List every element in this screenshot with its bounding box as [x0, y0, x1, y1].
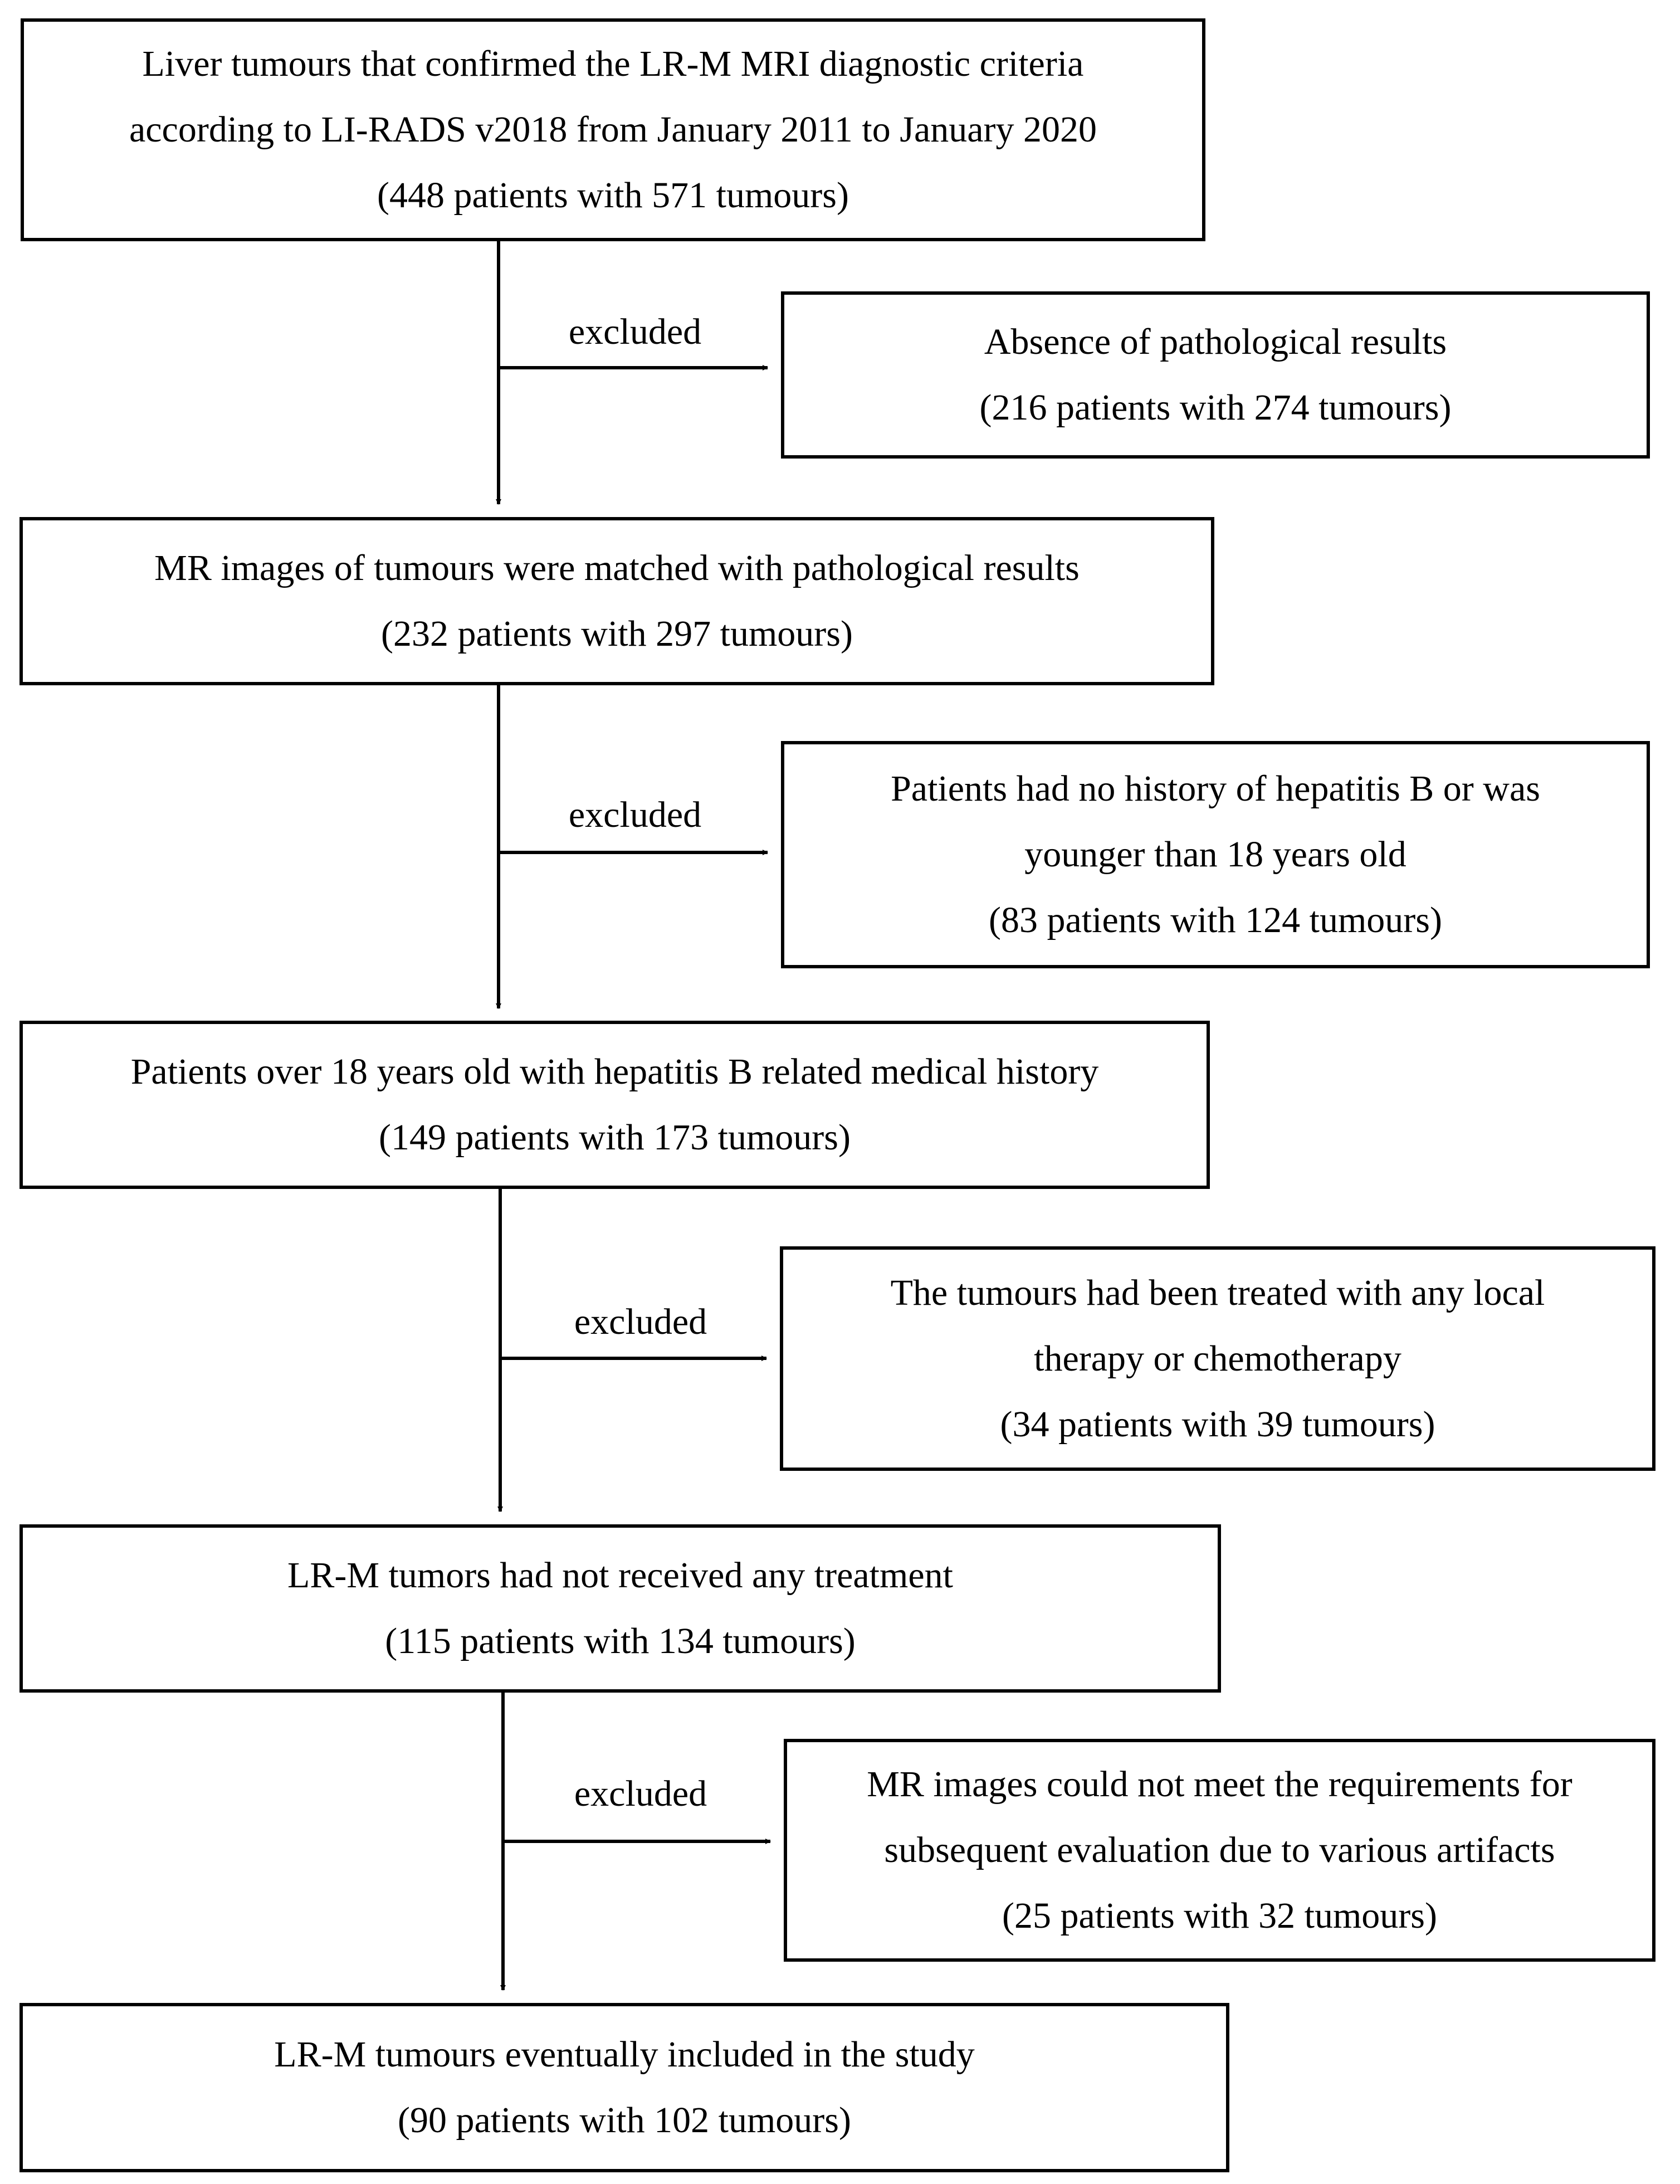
- stage-text-line: (149 patients with 173 tumours): [379, 1117, 851, 1158]
- excluded-label: excluded: [574, 1301, 707, 1342]
- exclusion-text-line: (216 patients with 274 tumours): [979, 387, 1452, 428]
- exclusion-text-line: MR images could not meet the requirement…: [867, 1764, 1572, 1805]
- stage-text-line: (115 patients with 134 tumours): [385, 1621, 856, 1661]
- excluded-label: excluded: [574, 1773, 707, 1814]
- exclusion-box-prior-treatment: The tumours had been treated with any lo…: [780, 1246, 1655, 1471]
- exclusion-text-line: (25 patients with 32 tumours): [1002, 1895, 1437, 1936]
- stage-text-line: Patients over 18 years old with hepatiti…: [130, 1051, 1099, 1092]
- exclusion-text-line: (34 patients with 39 tumours): [1000, 1403, 1435, 1445]
- stage-text-line: Liver tumours that confirmed the LR-M MR…: [142, 43, 1084, 84]
- exclusion-text-line: Patients had no history of hepatitis B o…: [891, 768, 1540, 809]
- exclusion-text-line: (83 patients with 124 tumours): [989, 900, 1442, 940]
- stage-text-line: LR-M tumors had not received any treatme…: [287, 1555, 953, 1596]
- exclusion-box-no-pathology: Absence of pathological results (216 pat…: [781, 291, 1650, 459]
- exclusion-box-image-artifacts: MR images could not meet the requirement…: [784, 1739, 1655, 1962]
- exclusion-text-line: subsequent evaluation due to various art…: [884, 1830, 1555, 1870]
- stage-text-line: (448 patients with 571 tumours): [377, 175, 849, 216]
- exclusion-text-line: Absence of pathological results: [984, 321, 1447, 362]
- stage-box-hepatitis-b-adults: Patients over 18 years old with hepatiti…: [19, 1021, 1210, 1189]
- stage-box-initial-cohort: Liver tumours that confirmed the LR-M MR…: [21, 18, 1205, 241]
- exclusion-box-no-hepatitis-or-underage: Patients had no history of hepatitis B o…: [781, 741, 1650, 968]
- exclusion-text-line: The tumours had been treated with any lo…: [890, 1272, 1545, 1313]
- excluded-label: excluded: [568, 311, 702, 352]
- stage-text-line: MR images of tumours were matched with p…: [154, 548, 1080, 588]
- excluded-label: excluded: [568, 794, 702, 835]
- exclusion-text-line: therapy or chemotherapy: [1034, 1338, 1401, 1379]
- stage-text-line: according to LI-RADS v2018 from January …: [129, 109, 1097, 150]
- stage-text-line: (90 patients with 102 tumours): [398, 2100, 851, 2141]
- stage-text-line: LR-M tumours eventually included in the …: [274, 2034, 975, 2075]
- stage-box-final-study-cohort: LR-M tumours eventually included in the …: [19, 2003, 1229, 2172]
- stage-box-pathology-matched: MR images of tumours were matched with p…: [19, 517, 1214, 685]
- stage-text-line: (232 patients with 297 tumours): [381, 613, 853, 654]
- stage-box-untreated-tumors: LR-M tumors had not received any treatme…: [19, 1524, 1221, 1693]
- exclusion-text-line: younger than 18 years old: [1024, 834, 1406, 875]
